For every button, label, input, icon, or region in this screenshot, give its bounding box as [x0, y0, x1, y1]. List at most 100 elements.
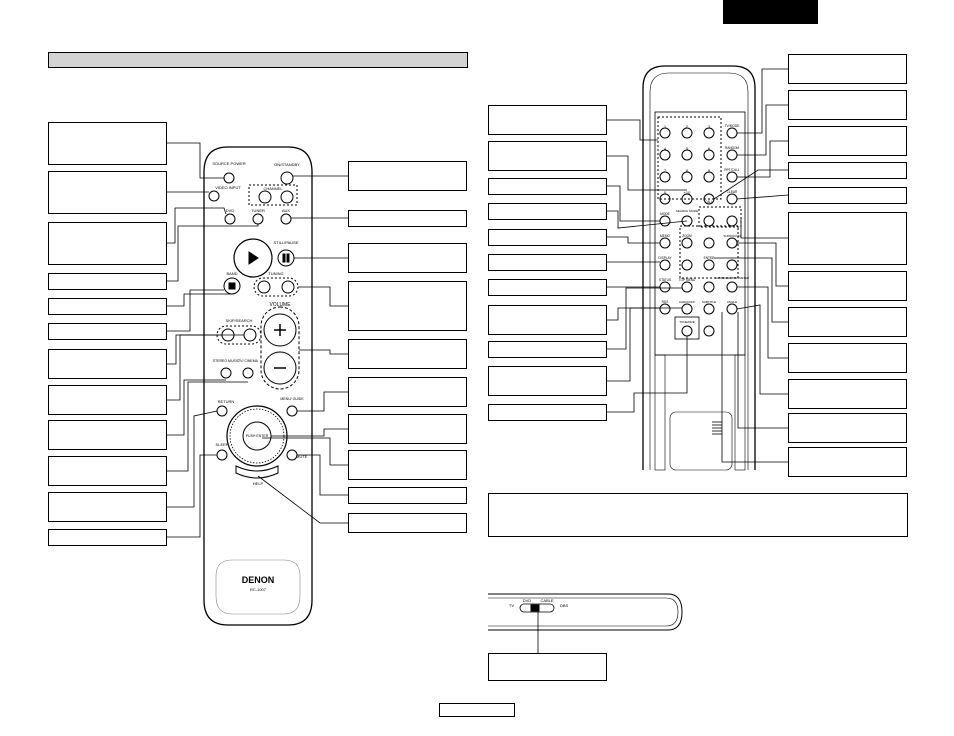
label-box-menu-guide — [348, 377, 467, 407]
switch-text: TV DVD CABLE DBS — [509, 598, 569, 608]
surround-text: SURROUND — [723, 234, 741, 238]
front-remote-text: SOURCE POWER ON/STANDBY VIDEO INPUT CHAN… — [212, 161, 307, 592]
channel-text: CHANNEL — [263, 186, 283, 191]
label-box-mode — [488, 178, 607, 195]
video-input-text: VIDEO INPUT — [215, 185, 241, 190]
page-number-box — [439, 703, 515, 717]
label-box-angle — [788, 413, 907, 443]
stereo-music-text: STEREO MUSIC — [213, 359, 240, 363]
label-box-digits — [488, 105, 607, 135]
audio-off-text: AUDIO/OFF — [679, 300, 696, 304]
volume-text: VOLUME — [269, 302, 291, 308]
dvd-text: DVD — [226, 208, 235, 213]
surround-parameter-text: SURROUND PARAMETER — [715, 276, 749, 280]
label-box-surround — [788, 271, 907, 301]
digit-1: 1 — [664, 124, 667, 129]
brand-logo: DENON — [242, 575, 275, 585]
switch-tv: TV — [509, 603, 514, 608]
digit-6: 6 — [708, 146, 711, 151]
switch-dvd: DVD — [523, 598, 532, 603]
status-text: STATUS — [659, 278, 671, 282]
skip-search-text: SKIP/SEARCH — [226, 318, 253, 323]
tone-dde-text: TONE/DDE — [679, 320, 694, 324]
label-box-still-pause — [348, 243, 467, 273]
switch-dbs: DBS — [560, 603, 569, 608]
label-box-tone-dde — [488, 404, 607, 421]
band-text: BAND — [226, 271, 237, 276]
label-box-source-power — [48, 122, 167, 165]
return-text: RETURN — [218, 399, 235, 404]
memo-text: MEMO — [660, 234, 670, 238]
on-standby-text: ON/STANDBY — [274, 162, 300, 167]
label-box-volume — [348, 339, 467, 369]
label-box-plus10 — [488, 141, 607, 171]
help-text: HELP — [253, 481, 264, 486]
label-box-cursor — [348, 414, 467, 444]
clear-text: CLEAR — [727, 190, 738, 194]
label-box-surround-parameter — [788, 343, 907, 373]
label-box-random — [788, 90, 907, 120]
label-box-status — [488, 279, 607, 296]
digit-8: 8 — [686, 168, 689, 173]
label-box-on-standby — [348, 161, 467, 191]
rpt-text: RPT/CALL — [724, 168, 739, 172]
label-box-dvd-tuner — [48, 222, 167, 265]
switch-cable: CABLE — [540, 598, 553, 603]
source-power-text: SOURCE POWER — [212, 161, 245, 166]
label-box-band — [48, 323, 167, 340]
search-mode-text: SEARCH MODE — [676, 209, 698, 213]
rds-text: RDS — [662, 300, 669, 304]
tv-cinema-text: TV/ CINEMA — [238, 359, 259, 363]
digit-9: 9 — [708, 168, 711, 173]
random-text: RANDOM — [725, 146, 740, 150]
label-box-help — [48, 529, 167, 546]
subtitle-text: SUBTITLE — [702, 300, 716, 304]
label-box-audio-off — [488, 366, 607, 396]
back-remote-text: 1 2 3 4 5 6 7 8 9 0 +10 - TV/MODE RANDOM… — [658, 124, 749, 324]
label-box-video-input — [48, 171, 167, 214]
label-box-tv-mode — [788, 54, 907, 84]
digit-3: 3 — [708, 124, 711, 129]
digit-plus10: +10 — [684, 190, 692, 195]
label-box-display — [488, 254, 607, 271]
label-box-zoom — [788, 447, 907, 477]
front-remote — [203, 146, 313, 626]
mode-text: MODE — [660, 212, 670, 216]
switch-illustration — [488, 593, 683, 653]
label-box-top-menu — [488, 341, 607, 358]
label-box-push-enter — [348, 450, 467, 480]
label-box-switch — [488, 653, 607, 681]
middle-leader-lines — [257, 175, 348, 524]
label-box-subtitle — [788, 379, 907, 409]
sleep-text: SLEEP — [216, 442, 229, 447]
label-box-enter — [788, 307, 907, 337]
digit-4: 4 — [664, 146, 667, 151]
label-box-search-mode — [488, 203, 607, 220]
digit-5: 5 — [686, 146, 689, 151]
mute-text: MUTE — [296, 454, 308, 459]
label-box-tv-cinema — [48, 420, 167, 450]
left-leader-lines — [167, 142, 259, 538]
label-box-tuning — [348, 281, 467, 331]
still-pause-text: STILL/PAUSE — [273, 240, 298, 245]
label-box-skip-search — [48, 349, 167, 379]
top-menu-text: TOP MENU — [679, 278, 696, 282]
label-box-play — [48, 273, 167, 290]
call-text: CALL — [705, 200, 713, 204]
enter-text: ENTER — [704, 256, 716, 260]
tv-mode-text: TV/MODE — [725, 124, 740, 128]
back-leader-lines — [607, 68, 789, 463]
digit-7: 7 — [664, 168, 667, 173]
label-box-rds — [488, 305, 607, 335]
tuning-text: TUNING — [268, 271, 283, 276]
tuner-text: TUNER — [251, 208, 265, 213]
display-text: DISPLAY — [658, 256, 672, 260]
push-enter-text: PUSH ENTER — [246, 434, 269, 438]
digit-2: 2 — [686, 124, 689, 129]
zoom-text: ZOOM — [682, 234, 692, 238]
digit-dash: - — [708, 190, 710, 195]
note-box — [488, 493, 908, 537]
label-box-stop — [48, 298, 167, 315]
label-box-sleep — [48, 492, 167, 522]
